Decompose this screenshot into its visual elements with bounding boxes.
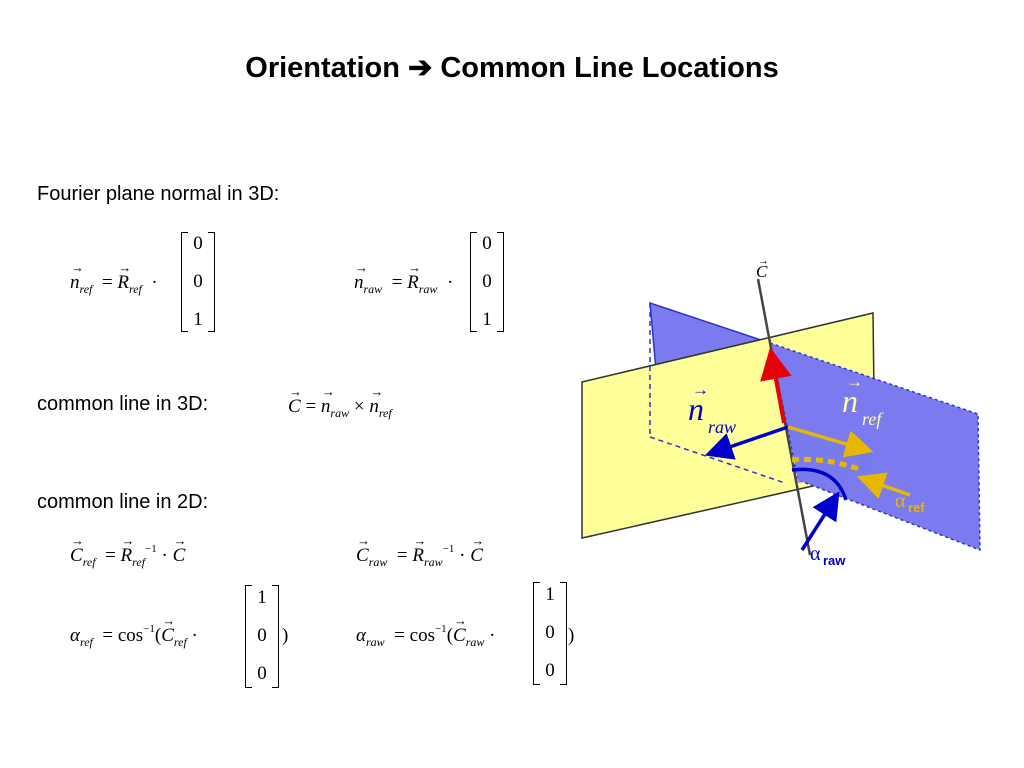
svg-text:raw: raw <box>823 553 846 568</box>
svg-text:→: → <box>758 255 769 267</box>
label-n-ref: n <box>842 383 858 419</box>
matrix-alpha-raw: 1 0 0 <box>533 582 567 685</box>
paren-close: ) <box>568 625 575 646</box>
blue-plane-front <box>769 341 981 552</box>
eq-alpha-ref: αref = cos−1(Cref · <box>70 613 198 649</box>
svg-text:ref: ref <box>908 500 925 515</box>
eq-c-raw: Craw = Rraw−1 · C <box>356 533 484 569</box>
svg-text:ref: ref <box>862 409 884 429</box>
eq-c-ref: Cref = Rref−1 · C <box>70 533 186 569</box>
eq-n-raw: nraw = Rraw · <box>354 260 453 296</box>
r-symbol: R <box>407 260 421 294</box>
fourier-normal-label: Fourier plane normal in 3D: <box>37 183 280 205</box>
svg-text:→: → <box>846 372 863 391</box>
c-arrow <box>760 347 792 424</box>
n-symbol: n <box>354 260 367 294</box>
common-line-3d-label: common line in 3D: <box>37 393 209 415</box>
common-line-2d-label: common line in 2D: <box>37 491 209 513</box>
label-c: C <box>756 262 768 281</box>
n-symbol: n <box>70 260 83 294</box>
paren-close: ) <box>282 625 289 646</box>
slide-title: Orientation ➔ Common Line Locations <box>245 52 779 84</box>
n-ref-arrow <box>787 425 874 458</box>
matrix-alpha-ref: 1 0 0 <box>245 585 279 688</box>
eq-alpha-raw: αraw = cos−1(Craw · <box>356 613 495 649</box>
eq-n-ref: nref = Rref · <box>70 260 158 296</box>
svg-text:raw: raw <box>708 417 736 437</box>
eq-common-line-3d: C = nraw × nref <box>288 384 392 420</box>
label-alpha-raw: α <box>810 543 821 565</box>
label-n-raw: n <box>688 391 704 427</box>
svg-text:→: → <box>692 380 709 399</box>
n-raw-arrow <box>704 425 789 460</box>
matrix-n-raw: 0 0 1 <box>470 232 504 332</box>
planes-diagram: C → n → raw n → ref α ref α raw <box>581 255 981 568</box>
matrix-n-ref: 0 0 1 <box>181 232 215 332</box>
label-alpha-ref: α <box>895 490 906 512</box>
r-symbol: R <box>117 260 131 294</box>
